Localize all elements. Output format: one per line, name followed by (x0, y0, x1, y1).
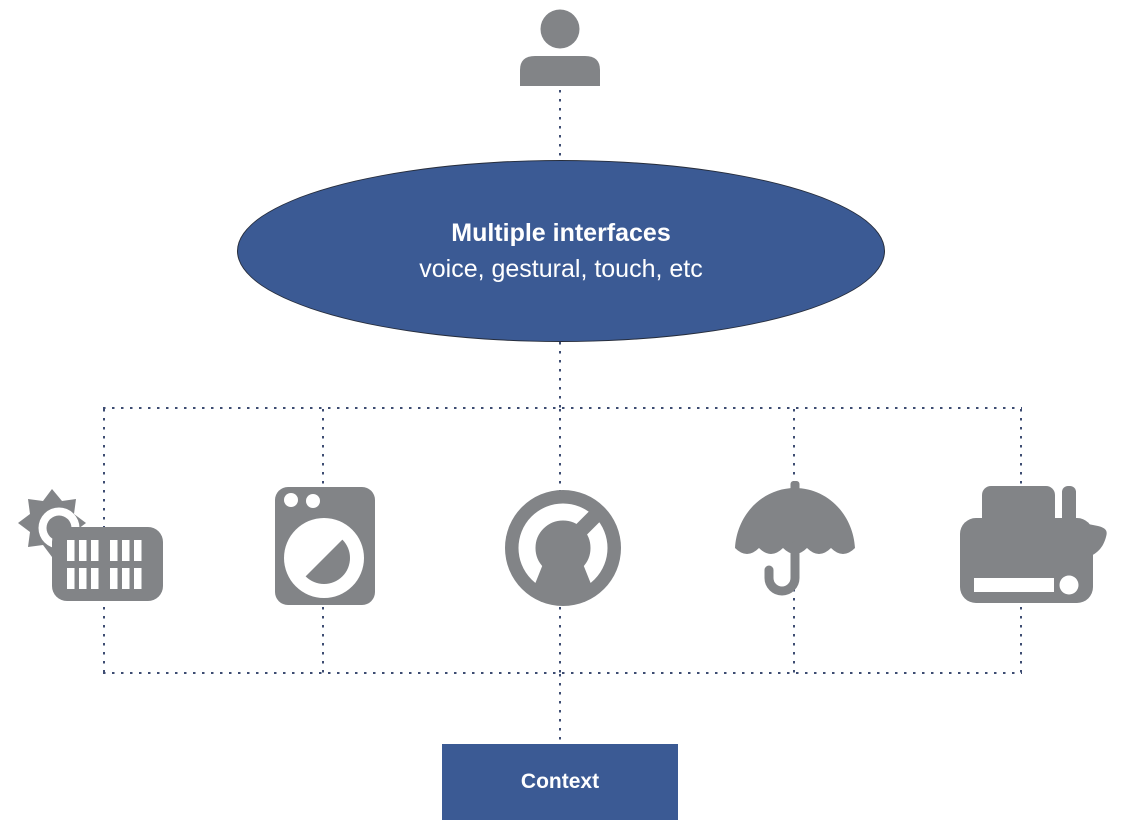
context-node: Context (442, 744, 678, 820)
dotted-connector-bus-context (559, 674, 561, 742)
toaster-icon (950, 478, 1115, 608)
solar-panel-icon (18, 478, 168, 604)
person-icon (518, 6, 602, 90)
dotted-bus-bottom (103, 672, 1022, 674)
umbrella-icon (725, 468, 865, 603)
interfaces-title: Multiple interfaces (451, 219, 671, 247)
dotted-connector-ellipse-bus (559, 342, 561, 408)
dotted-connector-person-ellipse (559, 90, 561, 158)
interfaces-node: Multiple interfaces voice, gestural, tou… (237, 160, 885, 342)
washing-machine-icon (275, 487, 375, 605)
dotted-bus-top (103, 407, 1022, 409)
interfaces-subtitle: voice, gestural, touch, etc (419, 255, 703, 283)
thermostat-dial-icon (501, 486, 625, 610)
context-label: Context (520, 770, 600, 793)
